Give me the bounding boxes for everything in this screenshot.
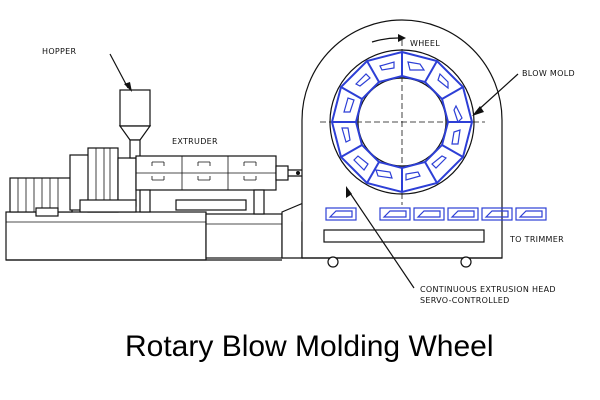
wheel-label: WHEEL <box>410 39 440 48</box>
extruder-base <box>5 211 283 261</box>
hopper <box>118 89 152 159</box>
extruder-label: EXTRUDER <box>172 137 218 146</box>
rotation-arrow <box>371 34 406 43</box>
extruder-barrel <box>135 155 277 215</box>
ejected-bottles <box>325 207 547 221</box>
to-trimmer-label: TO TRIMMER <box>509 235 564 244</box>
blow-mold-label: BLOW MOLD <box>522 69 575 78</box>
hopper-label: HOPPER <box>42 47 77 56</box>
gearbox <box>69 147 137 213</box>
head-label-line2: SERVO-CONTROLLED <box>420 296 510 305</box>
diagram-title: Rotary Blow Molding Wheel <box>125 330 493 363</box>
head-label-line1: CONTINUOUS EXTRUSION HEAD <box>420 285 556 294</box>
rotary-wheel <box>320 40 485 205</box>
blow-mold-ring <box>330 50 474 194</box>
drive-motor <box>9 177 90 217</box>
leader-lines <box>109 53 519 289</box>
